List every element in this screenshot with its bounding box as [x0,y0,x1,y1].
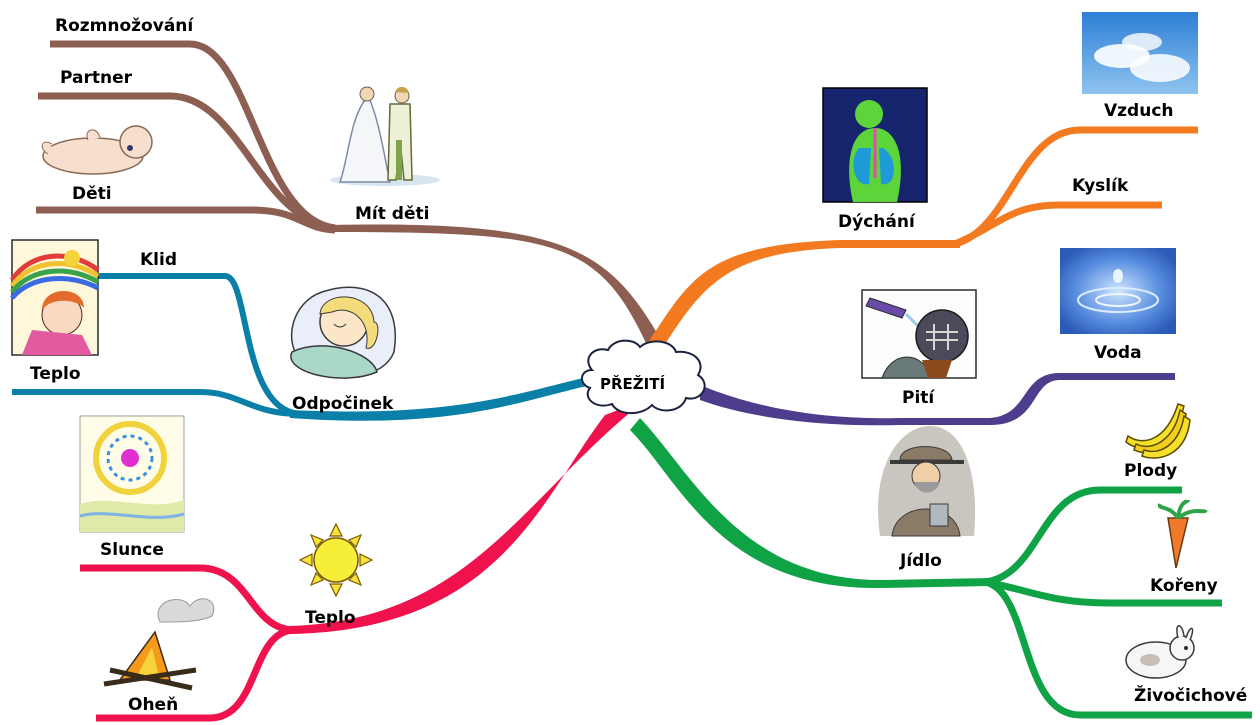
center-node [581,339,706,415]
sun-picture [298,522,374,598]
baby-picture [41,125,153,175]
node-label-zivocichove: Živočichové [1134,686,1248,706]
branch-label-piti: Pití [902,388,935,408]
node-label-voda: Voda [1094,343,1142,363]
node-label-ohen: Oheň [128,695,179,715]
branch-dychani [640,126,1198,360]
subbranch-line-koreny [984,578,1222,607]
branch-jidlo [630,418,1252,719]
subbranch-line-slunce [80,564,296,634]
branch-teplo [80,400,645,722]
node-label-rozmnozovani: Rozmnožování [55,16,194,36]
branch-label-odpocinek: Odpočinek [292,394,394,414]
branch-line-piti [700,373,1175,426]
node-label-vzduch: Vzduch [1104,101,1174,121]
subbranch-line-plody [984,486,1182,586]
node-label-teplo-odpocinek: Teplo [30,364,81,384]
center-cloud-shape [581,339,706,415]
rabbit-picture [1125,625,1195,679]
subbranch-line-teplo-odpocinek [12,389,301,417]
branch-line-mit-deti [330,224,664,352]
center-topic-label: PŘEŽITÍ [600,375,666,393]
node-label-plody: Plody [1124,461,1178,481]
subbranch-line-klid [95,273,301,417]
carrot-picture [1157,498,1208,569]
node-label-deti: Děti [72,184,112,204]
node-label-partner: Partner [60,68,133,88]
subbranch-line-deti [36,206,336,234]
branch-odpocinek [12,273,600,421]
branch-label-jidlo: Jídlo [900,551,942,571]
sky-clouds-picture [1082,12,1198,94]
bananas-picture [1125,403,1191,459]
branch-mit-deti [36,40,664,352]
subbranch-line-ohen [96,626,296,722]
resting-girl-rainbow-picture [9,239,100,356]
sun-landscape-picture [79,415,185,533]
subbranch-line-zivocichove [983,578,1252,719]
node-label-slunce: Slunce [100,540,164,560]
node-label-kyslik: Kyslík [1072,176,1129,196]
sleeping-woman-picture [290,286,396,379]
subbranch-line-partner [38,92,336,232]
lungs-anatomy-picture [822,87,928,203]
branch-line-odpocinek [290,374,600,421]
branch-label-mit-deti: Mít děti [355,204,430,224]
subbranch-line-kyslik [953,201,1162,248]
water-drop-picture [1060,248,1176,334]
branch-label-teplo: Teplo [305,608,356,628]
hockey-player-drinking-picture [861,289,977,379]
branch-line-dychani [640,240,960,360]
campfire-picture [103,598,215,691]
wedding-couple-picture [330,86,440,186]
man-eating-picture [878,426,976,537]
node-label-koreny: Kořeny [1150,576,1218,596]
node-label-klid: Klid [140,250,177,270]
branch-line-jidlo [630,418,990,589]
branch-piti [700,373,1175,426]
branch-line-teplo [290,400,645,634]
branch-label-dychani: Dýchání [838,212,915,232]
